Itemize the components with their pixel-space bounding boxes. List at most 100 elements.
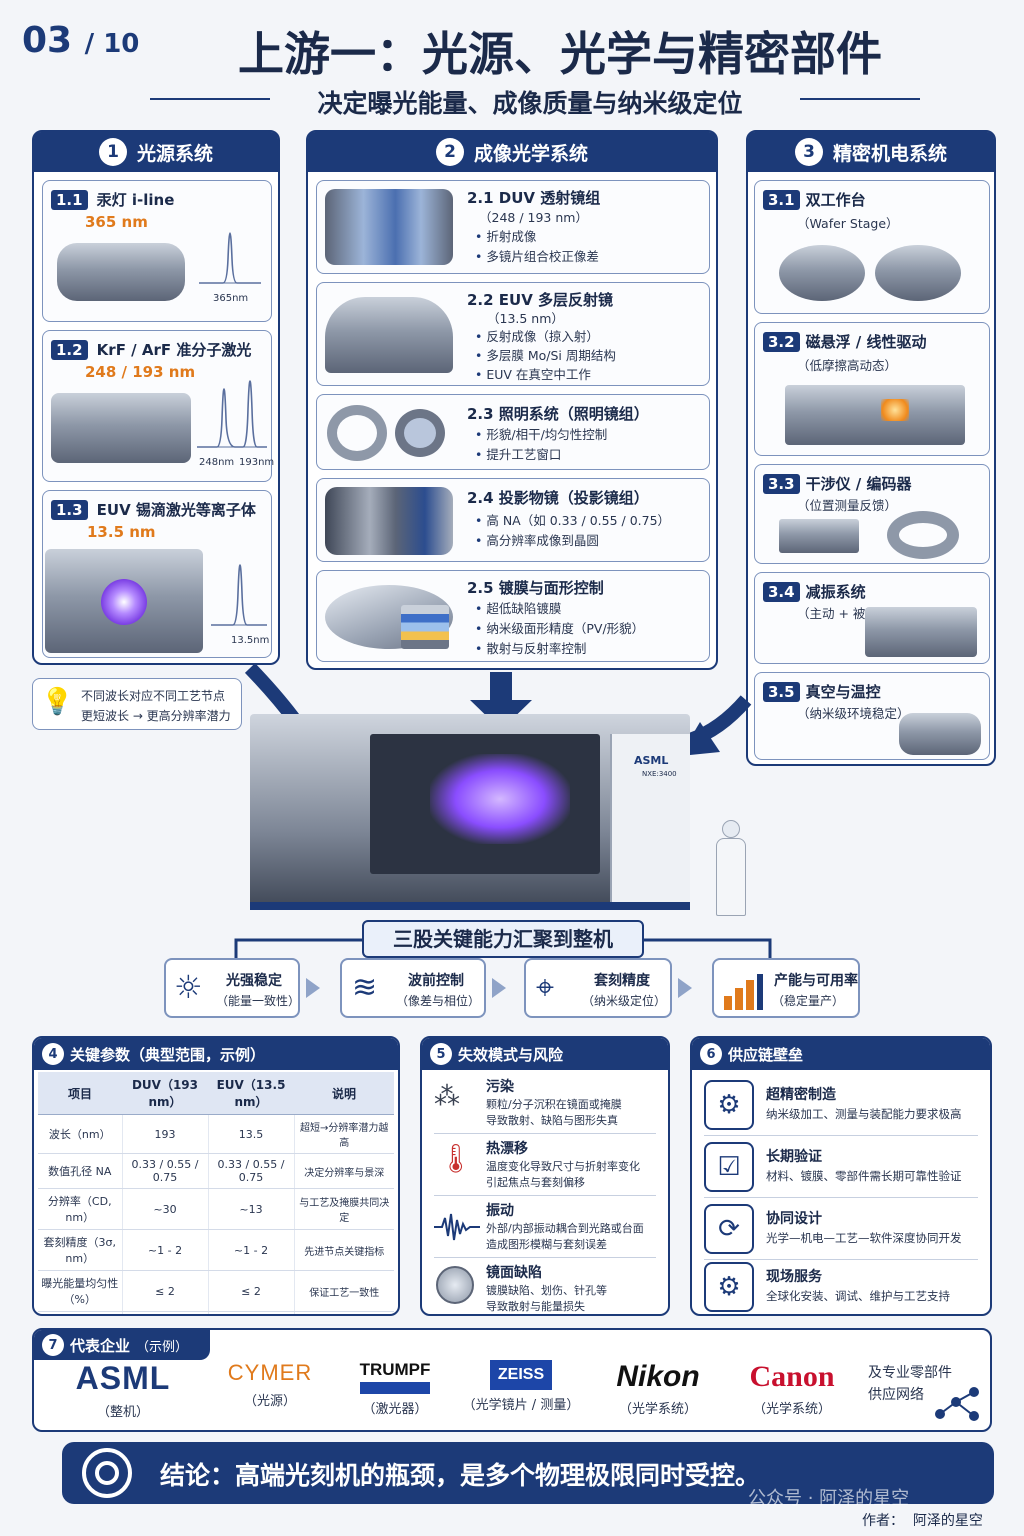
step-wavefront: ≋ 波前控制 （像差与相位） <box>340 958 486 1018</box>
step-name: 波前控制 <box>408 973 464 989</box>
item-bullet: 超低缺陷镀膜 <box>475 599 561 618</box>
section-number: 3 <box>794 138 823 166</box>
item-sub: （Wafer Stage） <box>797 216 899 231</box>
peak-label: 193nm <box>239 457 275 468</box>
motor-glow <box>881 399 909 421</box>
section-title: 供应链壁垒 <box>728 1045 804 1064</box>
chain-desc: 纳米级加工、测量与装配能力要求极高 <box>766 1107 962 1121</box>
section-title: 关键参数（典型范围，示例） <box>70 1045 266 1064</box>
peak-label: 13.5nm <box>231 635 270 646</box>
chain-name: 协同设计 <box>766 1211 822 1227</box>
failure-name: 振动 <box>486 1203 514 1219</box>
machine-cabinet <box>610 734 690 910</box>
optics-card-duv: 2.1 DUV 透射镜组 （248 / 193 nm） 折射成像 多镜片组合校正… <box>316 180 710 274</box>
item-tag: 3.2 <box>763 332 800 352</box>
item-name: 磁悬浮 / 线性驱动 <box>805 333 927 351</box>
peak-label: 365nm <box>213 293 249 304</box>
table-cell: ~1 - 2 <box>208 1229 295 1271</box>
chain-item-codesign: ⟳ 协同设计 光学—机电—工艺—软件深度协同开发 <box>704 1200 978 1260</box>
illumination-lens-image <box>395 409 445 457</box>
gear-icon: ⚙ <box>704 1080 754 1130</box>
step-name: 产能与可用率 <box>774 973 858 989</box>
item-bullet: 散射与反射率控制 <box>475 639 586 658</box>
mechatronics-header: 3 精密机电系统 <box>748 132 994 172</box>
failure-panel: 5 失效模式与风险 ⁂ 污染 颗粒/分子沉积在镜面或掩膜 导致散射、缺陷与图形失… <box>420 1036 670 1316</box>
spectrum-icon <box>199 232 261 284</box>
params-table-wrap: 项目 DUV（193 nm） EUV（13.5 nm） 说明 波长（nm）193… <box>38 1072 394 1314</box>
company-logo: ZEISS <box>489 1360 553 1390</box>
spectrum-icon <box>197 380 267 448</box>
item-name: 2.1 DUV 透射镜组 <box>467 189 601 207</box>
failure-desc: 造成图形模糊与套刻误差 <box>486 1238 607 1251</box>
euv-beam-glow <box>430 754 570 844</box>
item-sub: （纳米级环境稳定） <box>797 706 910 721</box>
table-row: 波前误差（RMS, nm）≤ 0.3≤ 0.2影响成像质量 <box>38 1311 394 1314</box>
table-cell: 超短→分辨率潜力越高 <box>294 1114 394 1154</box>
optics-card-coating: 2.5 镀膜与面形控制 超低缺陷镀膜 纳米级面形精度（PV/形貌） 散射与反射率… <box>316 570 710 662</box>
chain-name: 超精密制造 <box>766 1087 836 1103</box>
engineer-figure <box>710 820 750 916</box>
converge-title: 三股关键能力汇聚到整机 <box>362 920 644 958</box>
companies-header: 7 代表企业 （示例） <box>34 1330 210 1360</box>
step-overlay: ⌖ 套刻精度 （纳米级定位） <box>524 958 672 1018</box>
coating-layers-image <box>401 605 449 649</box>
item-bullet: EUV 在真空中工作 <box>475 365 591 384</box>
company-zeiss: ZEISS（光学镜片 / 测量） <box>458 1360 584 1413</box>
company-trumpf: TRUMPF（激光器） <box>340 1360 450 1417</box>
section-number: 4 <box>42 1043 64 1065</box>
item-name: 2.4 投影物镜（投影镜组） <box>467 489 649 507</box>
item-tag: 1.1 <box>51 190 88 210</box>
failure-item-mirror-defect: 镜面缺陷 镀膜缺陷、划伤、针孔等 导致散射与能量损失 <box>434 1260 656 1314</box>
service-gear-icon: ⚙ <box>704 1262 754 1312</box>
optics-card-euv-mirror: 2.2 EUV 多层反射镜 （13.5 nm） 反射成像（掠入射） 多层膜 Mo… <box>316 282 710 386</box>
table-cell: ~13 <box>208 1188 295 1230</box>
company-logo: Nikon <box>616 1360 700 1393</box>
item-tag: 3.4 <box>763 582 800 602</box>
table-cell: ≤ 0.2 <box>208 1311 295 1314</box>
imaging-optics-header: 2 成像光学系统 <box>308 132 716 172</box>
failure-desc: 颗粒/分子沉积在镜面或掩膜 <box>486 1098 622 1111</box>
item-bullet: 多镜片组合校正像差 <box>475 247 599 266</box>
table-header: 说明 <box>294 1072 394 1115</box>
euv-mirror-image <box>325 297 453 373</box>
item-tag: 1.3 <box>51 500 88 520</box>
table-cell: ≤ 2 <box>208 1270 295 1312</box>
duv-lens-image <box>325 189 453 265</box>
item-name: 2.2 EUV 多层反射镜 <box>467 291 614 309</box>
company-role: （整机） <box>96 1405 149 1420</box>
section-number: 7 <box>42 1334 64 1356</box>
imaging-optics-panel: 2 成像光学系统 2.1 DUV 透射镜组 （248 / 193 nm） 折射成… <box>306 130 718 670</box>
excimer-laser-image <box>51 393 191 463</box>
table-header: DUV（193 nm） <box>122 1072 208 1115</box>
section-number: 6 <box>700 1043 722 1065</box>
item-tag: 3.1 <box>763 190 800 210</box>
failure-name: 热漂移 <box>486 1141 528 1157</box>
sun-icon: ☼ <box>174 968 203 1006</box>
item-bullet: 多层膜 Mo/Si 周期结构 <box>475 346 616 365</box>
section-title: 代表企业 <box>70 1336 131 1355</box>
page-subtitle: 决定曝光能量、成像质量与纳米级定位 <box>317 89 743 118</box>
failure-item-thermal: 🌡 热漂移 温度变化导致尺寸与折射率变化 引起焦点与套刻偏移 <box>434 1136 656 1196</box>
failure-header: 5 失效模式与风险 <box>422 1038 668 1070</box>
failure-name: 镜面缺陷 <box>486 1265 542 1281</box>
wafer-stage-image-2 <box>875 245 961 301</box>
conclusion-banner: 结论：高端光刻机的瓶颈，是多个物理极限同时受控。 公众号 · 阿泽的星空 <box>62 1442 994 1509</box>
item-tag: 1.2 <box>51 340 88 360</box>
item-wavelength: 365 nm <box>85 213 148 231</box>
failure-desc: 镀膜缺陷、划伤、针孔等 <box>486 1284 607 1297</box>
table-cell: 波前误差（RMS, nm） <box>38 1311 123 1314</box>
section-title: 失效模式与风险 <box>458 1045 564 1064</box>
checklist-icon: ☑ <box>704 1142 754 1192</box>
section-title: 精密机电系统 <box>832 142 947 165</box>
section-number: 5 <box>430 1043 452 1065</box>
thermometer-icon: 🌡 <box>438 1142 474 1175</box>
failure-item-vibration: 振动 外部/内部振动耦合到光路或台面 造成图形模糊与套刻误差 <box>434 1198 656 1258</box>
company-logo: Canon <box>749 1360 835 1393</box>
item-bullet: 形貌/相干/均匀性控制 <box>475 425 607 444</box>
failure-item-contamination: ⁂ 污染 颗粒/分子沉积在镜面或掩膜 导致散射、缺陷与图形失真 <box>434 1074 656 1134</box>
step-sub: （纳米级定位） <box>582 994 667 1008</box>
